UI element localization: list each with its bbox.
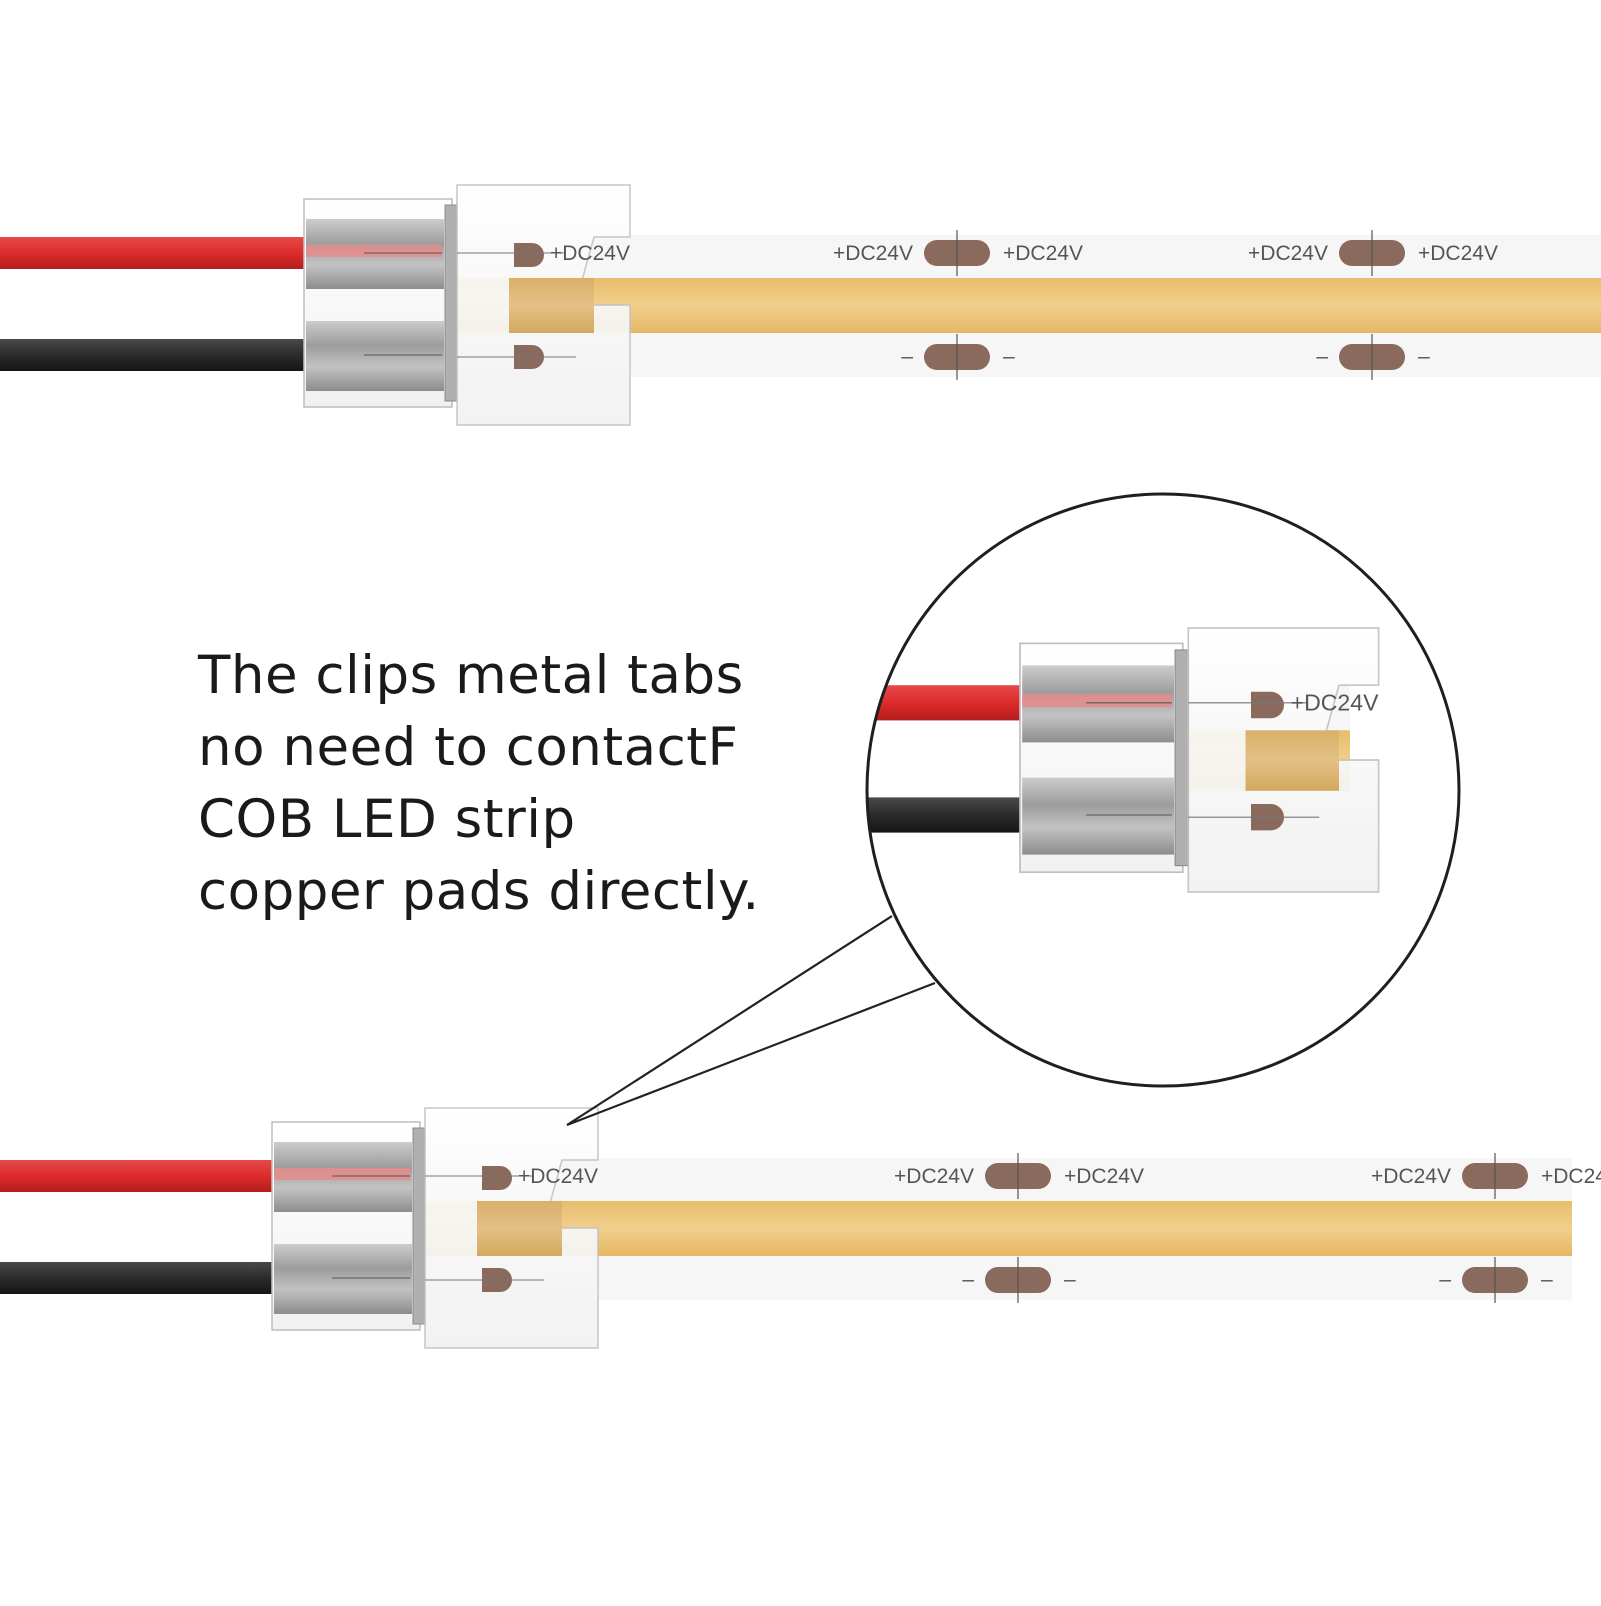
pad-label-positive: +DC24V: [1003, 242, 1083, 265]
connector-assembly-top: +DC24V +DC24V – – +DC24V +DC24V – – +DC24V: [0, 184, 1601, 426]
connector-ridge: [412, 1127, 426, 1325]
black-wire: [867, 797, 1026, 833]
caption-line-1: The clips metal tabs: [198, 645, 744, 706]
black-wire: [0, 1262, 277, 1294]
connector-ridge: [444, 204, 458, 402]
callout-line: [566, 981, 936, 1127]
red-wire-inside: [274, 1168, 410, 1180]
pad-label-negative: –: [1316, 345, 1328, 368]
pad-label-positive: +DC24V: [833, 242, 913, 265]
pad-label-positive: +DC24V: [550, 242, 630, 265]
caption-line-2: no need to contactF: [198, 717, 739, 778]
callout-line: [566, 915, 893, 1126]
pad-label-negative: –: [1003, 345, 1015, 368]
pad-label-negative: –: [901, 345, 913, 368]
pad-label-negative: –: [1439, 1268, 1451, 1291]
cob-under-cover: [509, 278, 594, 333]
caption: The clips metal tabs no need to contactF…: [198, 640, 838, 928]
red-wire-inside: [1022, 694, 1172, 708]
pad-label-negative: –: [1418, 345, 1430, 368]
connector-ridge: [1174, 649, 1189, 867]
magnifier-circle-icon: [865, 492, 1461, 1088]
pad-label-negative: –: [1541, 1268, 1553, 1291]
pad-label-positive: +DC24V: [1064, 1165, 1144, 1188]
caption-line-3: COB LED strip: [198, 789, 576, 850]
pad-label-positive: +DC24V: [1541, 1165, 1601, 1188]
red-wire-inside: [306, 245, 442, 257]
magnifier-detail: +DC24V: [867, 494, 1459, 1086]
copper-pad-under-clip: [482, 1166, 512, 1190]
pad-label-negative: –: [1064, 1268, 1076, 1291]
copper-pad-under-clip: [1251, 691, 1284, 719]
cob-under-cover: [1245, 730, 1339, 791]
pad-label-positive: +DC24V: [518, 1165, 598, 1188]
wire-port-bottom: [306, 321, 444, 391]
wire-port-bottom: [274, 1244, 412, 1314]
caption-line-4: copper pads directly.: [198, 861, 760, 922]
pad-label-positive: +DC24V: [1371, 1165, 1451, 1188]
pad-label-positive: +DC24V: [1248, 242, 1328, 265]
pad-label-positive: +DC24V: [1418, 242, 1498, 265]
cob-under-cover: [477, 1201, 562, 1256]
pad-label-positive: +DC24V: [894, 1165, 974, 1188]
wire-port-bottom: [1022, 777, 1174, 855]
connector-assembly-zoom: +DC24V: [867, 627, 1380, 893]
pad-label-negative: –: [962, 1268, 974, 1291]
red-wire: [867, 685, 1026, 721]
red-wire: [0, 1160, 277, 1192]
pad-label-positive: +DC24V: [1291, 690, 1380, 716]
connector-assembly-bottom: +DC24V +DC24V – – +DC24V +DC24V – – +DC24V: [0, 1107, 1601, 1349]
red-wire: [0, 237, 309, 269]
copper-pad-under-clip: [514, 243, 544, 267]
black-wire: [0, 339, 309, 371]
